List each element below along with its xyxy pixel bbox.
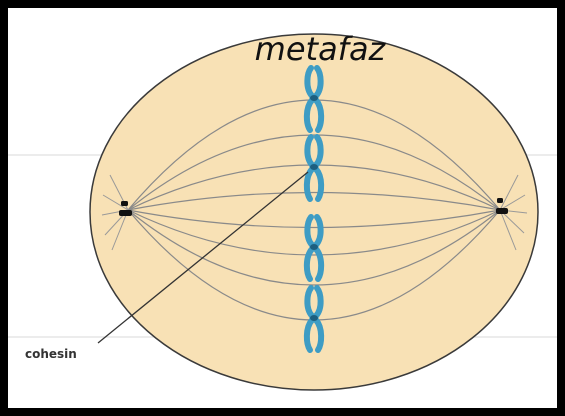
centriole-icon bbox=[121, 201, 128, 206]
cohesin-label: cohesin bbox=[25, 347, 77, 361]
diagram-title: metafaz bbox=[255, 30, 387, 68]
centriole-icon bbox=[119, 210, 132, 216]
centriole-icon bbox=[497, 198, 503, 203]
cell-body bbox=[90, 34, 538, 390]
centriole-icon bbox=[496, 208, 508, 214]
